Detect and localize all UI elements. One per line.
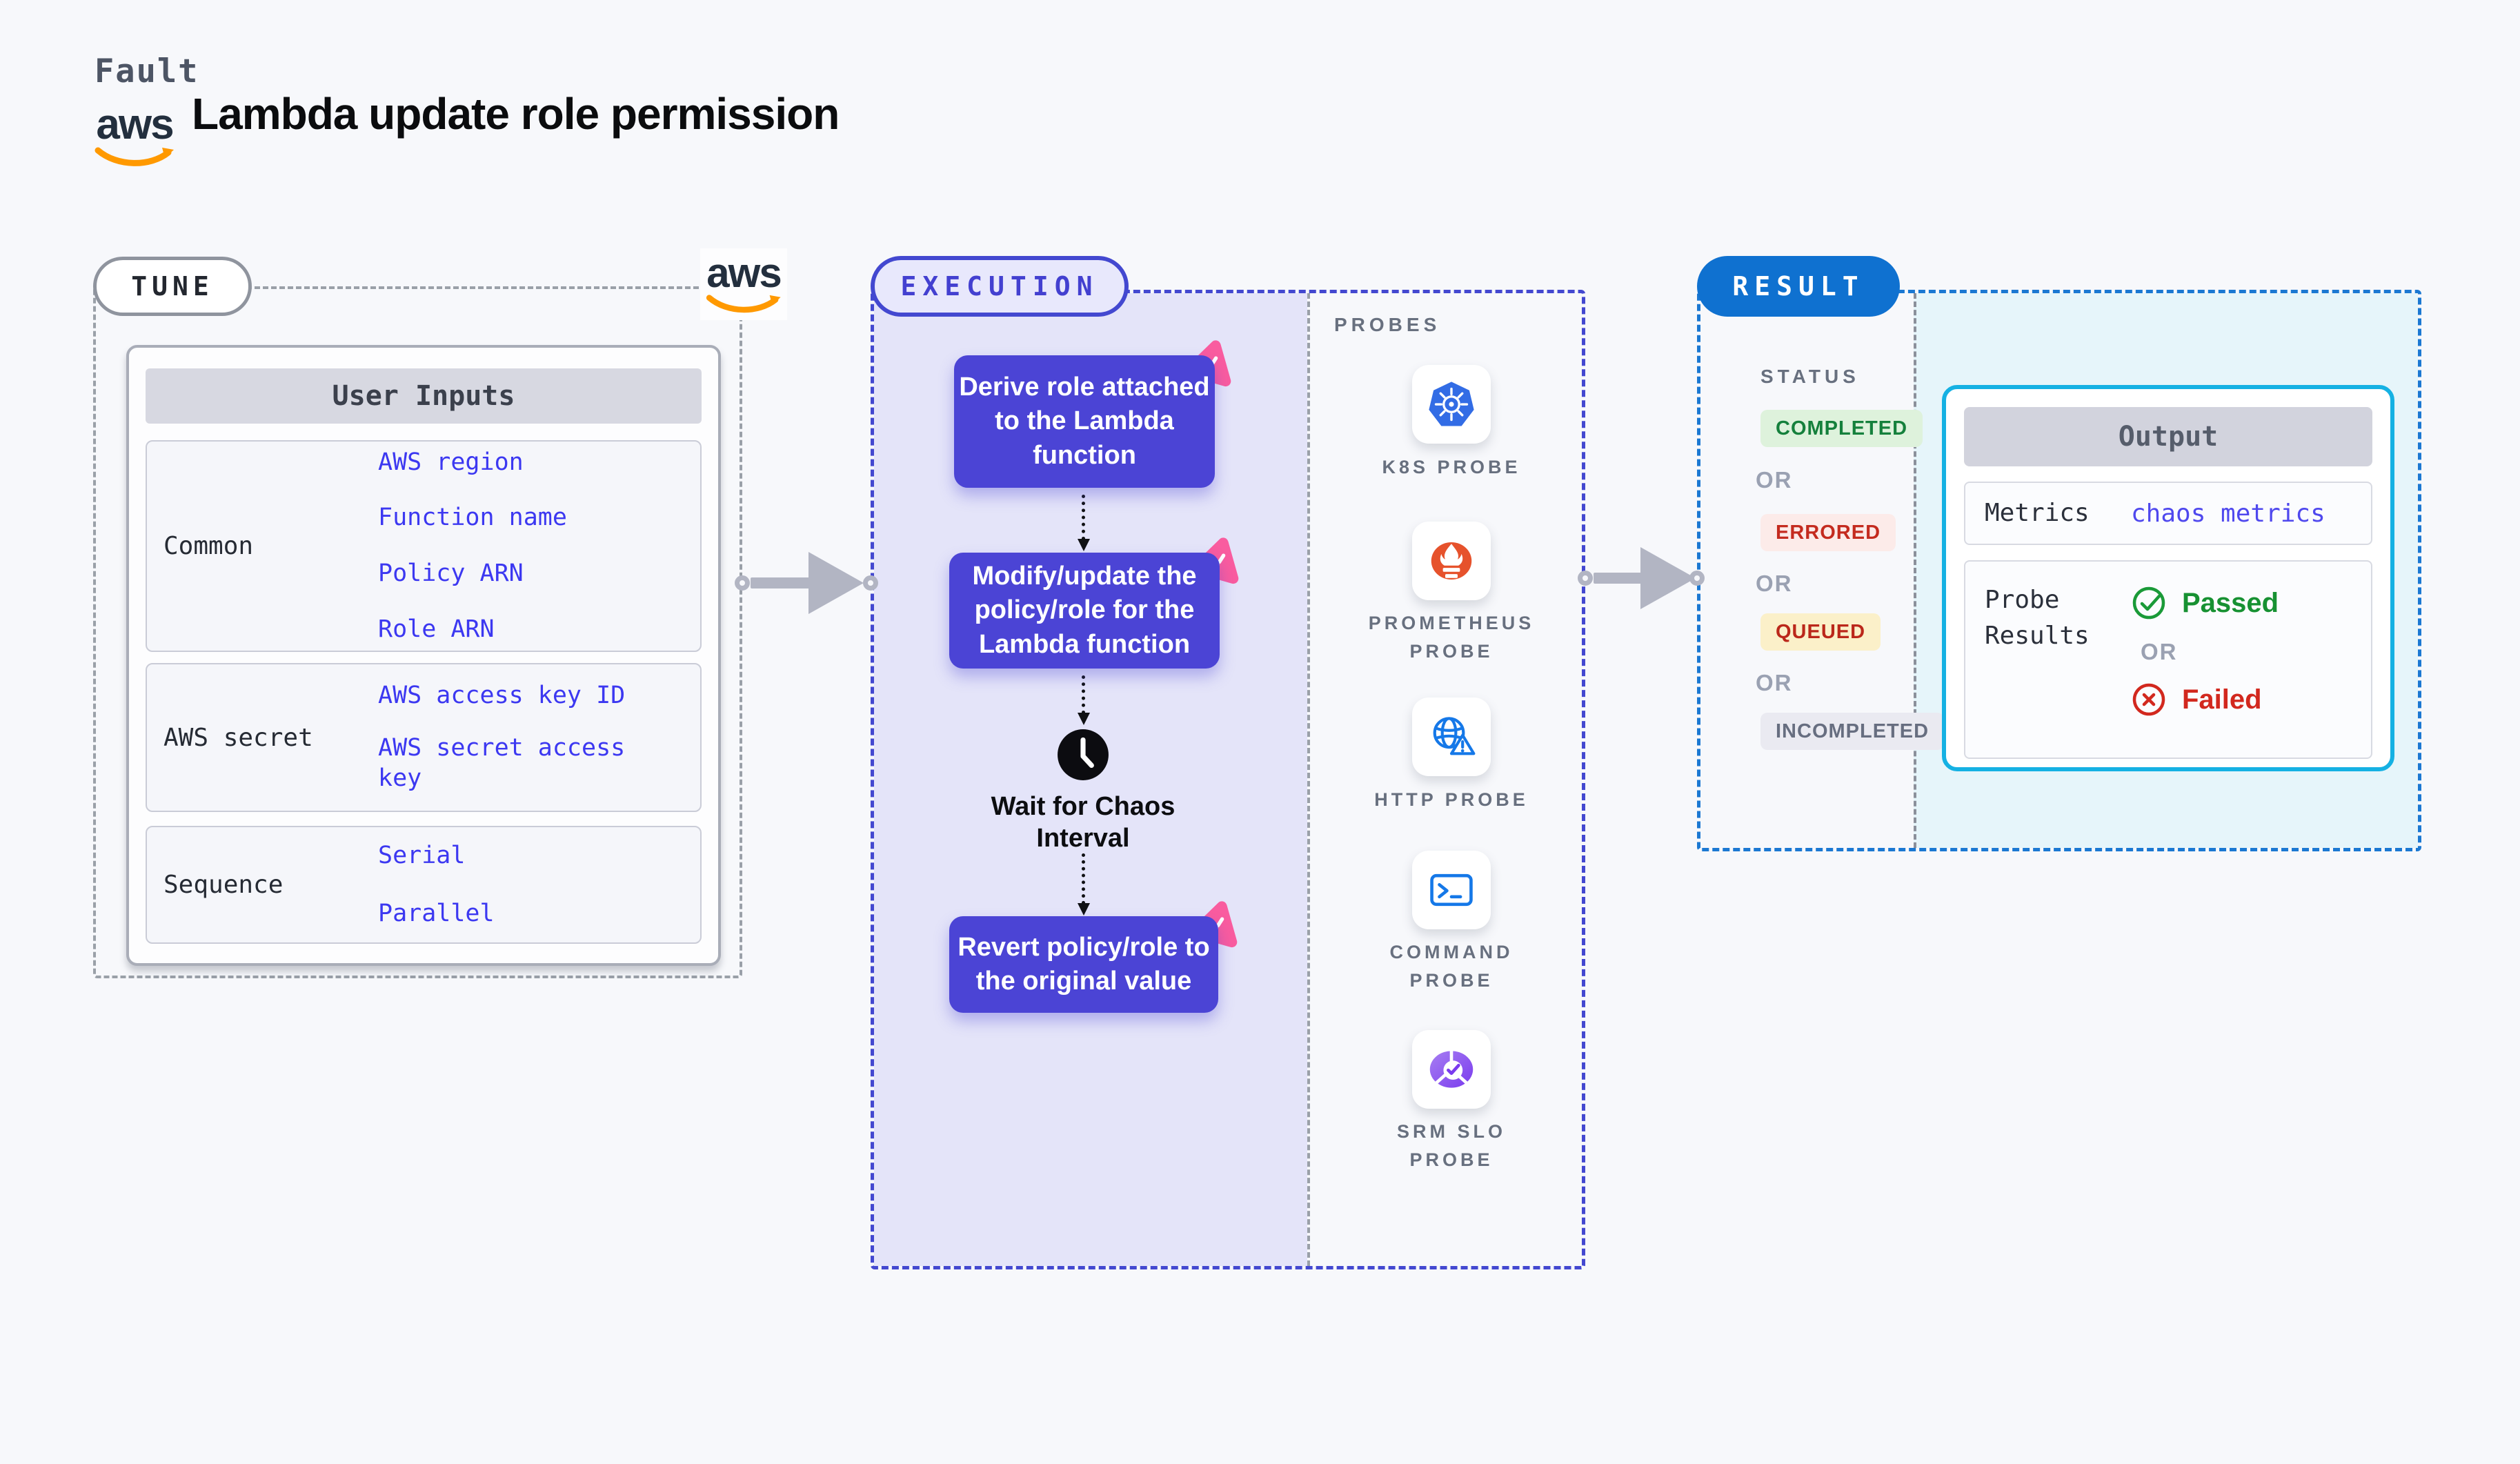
- wait-for-chaos-label: Wait for Chaos Interval: [991, 792, 1175, 853]
- execution-pill: EXECUTION: [871, 256, 1129, 317]
- chaos-metrics-link[interactable]: chaos metrics: [2131, 499, 2325, 528]
- failed-line: Failed: [2131, 682, 2279, 718]
- table-row-sequence: Sequence Serial Parallel: [146, 826, 702, 944]
- status-title: STATUS: [1760, 366, 1860, 387]
- probe-tile-k8s: [1412, 365, 1491, 444]
- prometheus-icon: [1431, 542, 1472, 580]
- http-globe-icon: [1433, 717, 1476, 755]
- or-separator: OR: [1756, 467, 1793, 493]
- fault-kicker: Fault: [95, 52, 199, 90]
- probe-label: K8S PROBE: [1382, 457, 1521, 477]
- status-badge-completed: COMPLETED: [1760, 410, 1923, 447]
- probe-tile-http: [1412, 698, 1491, 776]
- connector-arrow-down: [1078, 495, 1090, 551]
- aws-logo-icon: aws: [700, 248, 787, 320]
- srm-slo-icon: [1429, 1050, 1474, 1088]
- result-pill-label: RESULT: [1732, 271, 1865, 301]
- terminal-icon: [1430, 873, 1473, 907]
- status-badge-incompleted: INCOMPLETED: [1760, 713, 1945, 750]
- link-function-name[interactable]: Function name: [378, 504, 567, 532]
- result-section-frame: STATUS COMPLETED OR ERRORED OR QUEUED OR…: [1697, 290, 2421, 851]
- row-label: Sequence: [163, 871, 284, 899]
- passed-line: Passed: [2131, 585, 2279, 621]
- execution-section-frame: Derive role attached to the Lambda funct…: [871, 290, 1585, 1269]
- probe-results-values: Passed OR Failed: [2131, 562, 2279, 758]
- failed-label: Failed: [2182, 684, 2262, 715]
- link-role-arn[interactable]: Role ARN: [378, 615, 495, 643]
- aws-logo-text: aws: [706, 250, 782, 296]
- page-title: Lambda update role permission: [192, 89, 840, 139]
- metrics-row: Metrics chaos metrics: [1964, 482, 2372, 545]
- status-output-divider: [1914, 293, 1916, 848]
- tune-section-frame: [93, 286, 742, 978]
- user-inputs-card: User Inputs Common AWS region Function n…: [126, 345, 721, 966]
- execution-pill-label: EXECUTION: [900, 271, 1099, 301]
- step-modify-policy: Modify/update the policy/role for the La…: [949, 553, 1220, 669]
- output-card: Output Metrics chaos metrics Probe Resul…: [1942, 385, 2394, 771]
- clock-icon: [1056, 728, 1110, 785]
- aws-logo-text: aws: [96, 101, 174, 148]
- link-aws-region[interactable]: AWS region: [378, 448, 524, 476]
- tune-pill-label: TUNE: [131, 271, 214, 301]
- probe-tile-command: [1412, 851, 1491, 929]
- metrics-label: Metrics: [1985, 498, 2090, 527]
- link-aws-access-key-id[interactable]: AWS access key ID: [378, 682, 626, 710]
- user-inputs-header: User Inputs: [146, 368, 702, 424]
- row-links: AWS access key ID AWS secret access key: [378, 664, 700, 811]
- check-circle-icon: [2132, 586, 2165, 620]
- execution-probes-divider: [1307, 293, 1310, 1266]
- connector-arrow-down: [1078, 675, 1090, 725]
- step-derive-role: Derive role attached to the Lambda funct…: [954, 355, 1215, 488]
- passed-label: Passed: [2182, 587, 2279, 618]
- probe-label: COMMAND PROBE: [1389, 942, 1514, 991]
- connector-arrow-down: [1078, 853, 1090, 916]
- row-label: AWS secret: [163, 723, 313, 752]
- tune-pill: TUNE: [93, 257, 252, 316]
- probe-results-label: Probe Results: [1985, 586, 2090, 651]
- result-pill: RESULT: [1697, 256, 1900, 317]
- probe-tile-srm-slo: [1412, 1030, 1491, 1109]
- link-parallel[interactable]: Parallel: [378, 899, 495, 927]
- probe-tile-prometheus: [1412, 522, 1491, 600]
- probes-title: PROBES: [1334, 314, 1441, 335]
- kubernetes-icon: [1429, 382, 1474, 426]
- status-badge-errored: ERRORED: [1760, 514, 1896, 551]
- aws-logo-icon: aws: [92, 103, 177, 170]
- x-circle-icon: [2132, 683, 2165, 716]
- row-links: Serial Parallel: [378, 827, 700, 942]
- status-badge-queued: QUEUED: [1760, 613, 1881, 651]
- aws-smile-icon: [706, 295, 781, 313]
- or-separator: OR: [2141, 639, 2178, 664]
- probe-label: HTTP PROBE: [1374, 789, 1529, 810]
- or-separator: OR: [1756, 670, 1793, 695]
- probe-results-row: Probe Results Passed OR: [1964, 560, 2372, 759]
- table-row-common: Common AWS region Function name Policy A…: [146, 440, 702, 652]
- or-separator: OR: [1756, 571, 1793, 596]
- row-label: Common: [163, 532, 254, 560]
- link-serial[interactable]: Serial: [378, 841, 466, 869]
- link-policy-arn[interactable]: Policy ARN: [378, 560, 524, 587]
- output-header: Output: [1964, 407, 2372, 466]
- probe-label: PROMETHEUS PROBE: [1368, 613, 1535, 662]
- table-row-aws-secret: AWS secret AWS access key ID AWS secret …: [146, 663, 702, 812]
- row-links: AWS region Function name Policy ARN Role…: [378, 442, 700, 651]
- probe-label: SRM SLO PROBE: [1396, 1121, 1506, 1170]
- link-aws-secret-access-key[interactable]: AWS secret access key: [378, 734, 626, 792]
- aws-smile-icon: [95, 147, 174, 166]
- step-revert-policy: Revert policy/role to the original value: [949, 916, 1218, 1013]
